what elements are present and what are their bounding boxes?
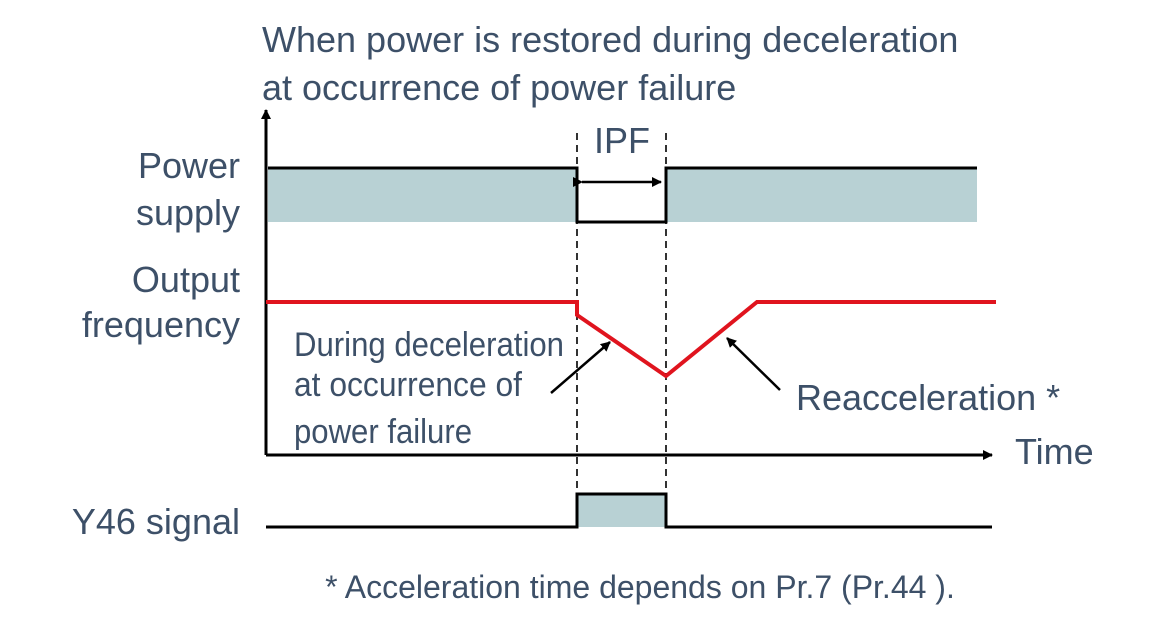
reacceleration-annotation: Reacceleration * bbox=[796, 377, 1060, 418]
deceleration-annotation-arrow bbox=[550, 341, 611, 394]
output-frequency-label-line-2: frequency bbox=[82, 304, 240, 345]
y46-signal-label: Y46 signal bbox=[72, 501, 240, 542]
deceleration-annotation-line-2: at occurrence of bbox=[294, 366, 523, 404]
power-supply-band-after bbox=[666, 168, 977, 222]
power-supply-band-before bbox=[268, 168, 577, 222]
time-axis-label: Time bbox=[1015, 431, 1094, 472]
y46-signal-active-band bbox=[577, 494, 666, 527]
ipf-label: IPF bbox=[594, 120, 650, 161]
y46-signal-waveform bbox=[266, 492, 992, 529]
power-supply-waveform bbox=[268, 166, 977, 224]
reacceleration-annotation-arrow bbox=[726, 337, 781, 391]
footnote: * Acceleration time depends on Pr.7 (Pr.… bbox=[325, 569, 955, 605]
deceleration-annotation-line-1: During deceleration bbox=[294, 326, 564, 364]
power-supply-label-line-2: supply bbox=[136, 192, 240, 233]
deceleration-annotation-line-3: power failure bbox=[294, 413, 472, 451]
output-frequency-label-line-1: Output bbox=[132, 259, 240, 300]
output-frequency-waveform bbox=[266, 300, 996, 379]
title-line-1: When power is restored during decelerati… bbox=[262, 19, 958, 60]
title-line-2: at occurrence of power failure bbox=[262, 67, 736, 108]
power-supply-label-line-1: Power bbox=[138, 145, 240, 186]
